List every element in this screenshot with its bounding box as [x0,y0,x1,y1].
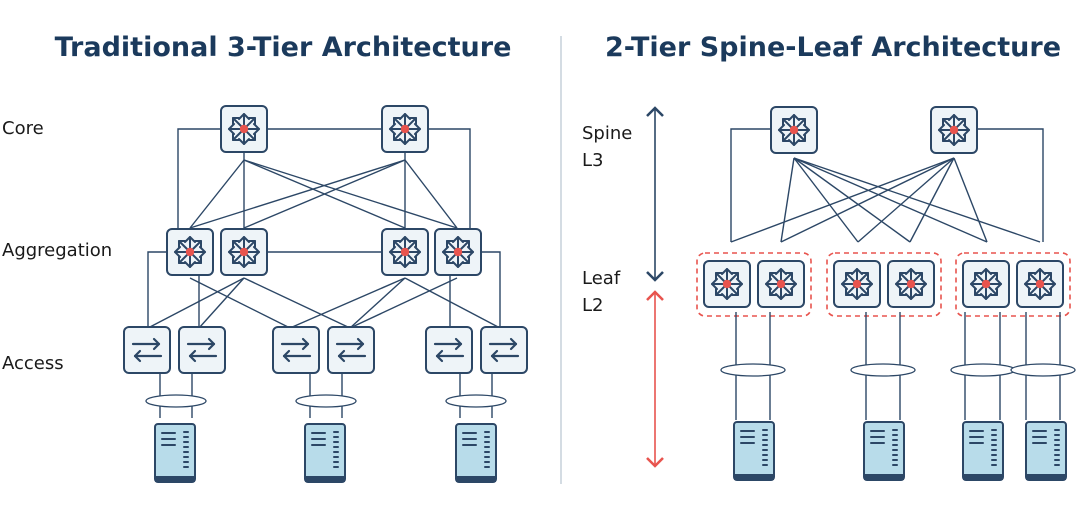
link-aggregation-ellipse [1010,363,1076,377]
leaf-pair-outline [696,252,812,317]
leaf-label: Leaf [582,268,621,289]
spine-leaf-panel: 2-Tier Spine-Leaf Architecture Spine L3 … [582,32,1076,481]
link-aggregation-ellipse [720,363,786,377]
leaf-router-icon [703,260,751,308]
access-switch-icon [272,326,320,374]
core-router-icon [381,105,429,153]
spine-layer-label: L3 [582,150,603,171]
aggregation-links [147,251,501,329]
leaf-pair-outline [955,252,1071,317]
core-router-icon [220,105,268,153]
leaf-router-icon [833,260,881,308]
spine-router-icon [770,106,818,154]
access-switch-icon [123,326,171,374]
server-icon [304,423,346,483]
server-icon [154,423,196,483]
tier-label-access: Access [2,353,64,374]
leaf-router-icon [962,260,1010,308]
server-icon [1025,421,1067,481]
access-switch-icon [327,326,375,374]
access-switch-icon [480,326,528,374]
link-aggregation-ellipse [950,363,1016,377]
core-links [177,128,471,230]
link-aggregation-ellipse [295,394,357,408]
three-tier-title: Traditional 3-Tier Architecture [55,32,512,63]
aggregation-router-icon [381,228,429,276]
aggregation-router-icon [434,228,482,276]
server-icon [455,423,497,483]
access-server-links [145,374,507,418]
link-aggregation-ellipse [445,394,507,408]
three-tier-panel: Traditional 3-Tier Architecture Core Agg… [2,32,528,483]
leaf-pair-outline [826,252,942,317]
server-icon [962,421,1004,481]
leaf-server-links [720,312,1076,420]
spine-router-icon [930,106,978,154]
link-aggregation-ellipse [145,394,207,408]
leaf-router-icon [757,260,805,308]
spine-links [730,128,1044,243]
server-icon [733,421,775,481]
leaf-layer-label: L2 [582,295,603,316]
spine-label: Spine [582,123,632,144]
access-switch-icon [178,326,226,374]
access-switch-icon [425,326,473,374]
leaf-router-icon [1016,260,1064,308]
tier-label-core: Core [2,118,44,139]
server-icon [863,421,905,481]
leaf-router-icon [887,260,935,308]
aggregation-router-icon [220,228,268,276]
spine-leaf-title: 2-Tier Spine-Leaf Architecture [605,32,1061,63]
aggregation-router-icon [166,228,214,276]
tier-label-aggregation: Aggregation [2,240,112,261]
link-aggregation-ellipse [850,363,916,377]
